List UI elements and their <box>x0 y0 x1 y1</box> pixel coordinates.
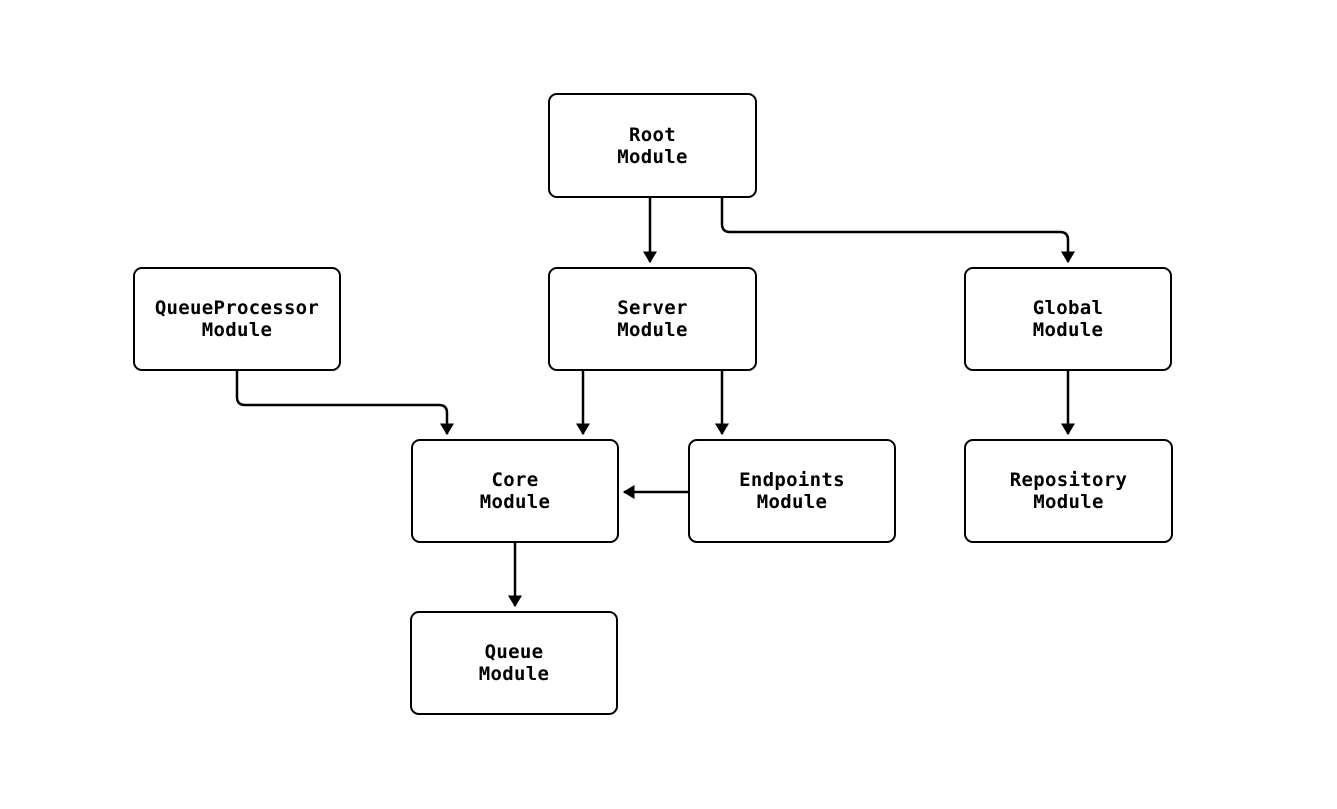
node-global-module-label: Global Module <box>1032 297 1104 341</box>
node-endpoints-module: Endpoints Module <box>688 439 896 543</box>
node-queue-module-label: Queue Module <box>478 641 550 685</box>
node-queue-module: Queue Module <box>410 611 618 715</box>
node-server-module: Server Module <box>548 267 757 371</box>
edge-root-to-global <box>720 198 1075 264</box>
node-repository-module-label: Repository Module <box>1009 469 1128 513</box>
node-endpoints-module-label: Endpoints Module <box>739 469 845 513</box>
node-server-module-label: Server Module <box>617 297 688 341</box>
node-repository-module: Repository Module <box>964 439 1173 543</box>
node-root-module: Root Module <box>548 93 757 198</box>
node-queueprocessor-module-label: QueueProcessor Module <box>154 297 320 341</box>
node-global-module: Global Module <box>964 267 1172 371</box>
node-core-module: Core Module <box>411 439 619 543</box>
edge-queueprocessor-to-core <box>235 371 454 436</box>
node-queueprocessor-module: QueueProcessor Module <box>133 267 341 371</box>
node-root-module-label: Root Module <box>617 123 688 168</box>
node-core-module-label: Core Module <box>479 469 551 513</box>
